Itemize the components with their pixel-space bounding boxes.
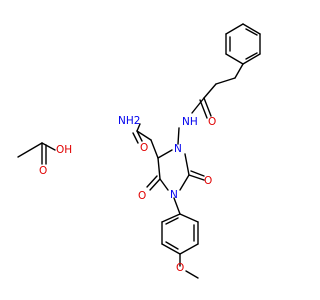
molecule-canvas: OH O NH2 O N N O O NH O O: [0, 0, 300, 300]
propanoyl-chain: [177, 63, 244, 145]
bond-camide-nh2: [136, 123, 141, 132]
bond-camide-o-1: [136, 130, 143, 142]
methoxy-o-label: O: [176, 262, 184, 274]
amide-o-label: O: [140, 142, 148, 154]
bond-nh-n1: [177, 127, 180, 145]
atom-labels: OH O NH2 O N N O O NH O O: [39, 115, 216, 274]
bond-n1-c2: [184, 153, 190, 176]
bond-c2-o-1: [188, 174, 205, 181]
ring-n3-label: N: [170, 189, 178, 201]
bond-c4-o-2: [146, 175, 158, 188]
carbonyl-o5-label: O: [138, 190, 146, 202]
bond-c4-o-1: [149, 178, 161, 191]
background: [0, 0, 300, 300]
bond-co-o-1: [203, 97, 212, 117]
bond-o-ch3: [185, 270, 199, 279]
bond-ar-6: [161, 213, 181, 223]
bond-c2-o-2: [190, 170, 205, 177]
bond-ar-4b: [165, 241, 179, 250]
bond-ar-1: [179, 213, 199, 223]
hydantoin-ring: [146, 149, 205, 191]
bond-c2-n3: [179, 174, 190, 191]
bond-c5-c4: [157, 157, 161, 180]
hydrazide-nh-label: NH: [182, 116, 198, 128]
structure-diagram: OH O NH2 O N N O O NH O O: [0, 0, 300, 300]
methoxyphenyl-ring: [161, 197, 199, 279]
bond-co-nh: [191, 97, 205, 114]
bond-c-oh: [41, 142, 56, 151]
bond-ph-2b: [245, 28, 258, 36]
bond-ch2-camide: [136, 130, 152, 141]
bond-ph-ch2: [234, 63, 244, 79]
acetic-o-label: O: [39, 165, 47, 177]
bond-ar-3: [179, 243, 199, 255]
bond-ph-4b: [245, 52, 258, 60]
bond-c4-n3: [159, 178, 169, 191]
bond-ch3-c: [17, 142, 43, 158]
acetamide-chain: [132, 123, 159, 159]
bond-ph-5: [225, 53, 244, 65]
bond-n1-c5: [157, 149, 173, 159]
hydrazide-o-label: O: [208, 116, 216, 128]
bond-ch2-ch2: [215, 77, 236, 85]
bond-ar-4: [161, 243, 181, 255]
bond-co-o-2: [199, 99, 208, 119]
amide-nh2-label: NH2: [118, 115, 140, 127]
acetic-oh-label: OH: [56, 144, 72, 156]
bond-ar-6b: [165, 217, 179, 225]
ring-n1-label: N: [174, 143, 182, 155]
bond-ph-2: [242, 23, 261, 35]
bond-ch2-co: [203, 83, 217, 99]
phenyl-ring: [225, 23, 261, 65]
bond-c5-ch2: [150, 139, 159, 159]
bond-n3-ar: [173, 197, 181, 215]
bond-ph-4: [242, 53, 261, 65]
bond-ph-1: [225, 23, 244, 35]
acetic-acid: [17, 142, 56, 165]
carbonyl-o2-label: O: [204, 175, 212, 187]
bond-camide-o-2: [132, 132, 139, 144]
